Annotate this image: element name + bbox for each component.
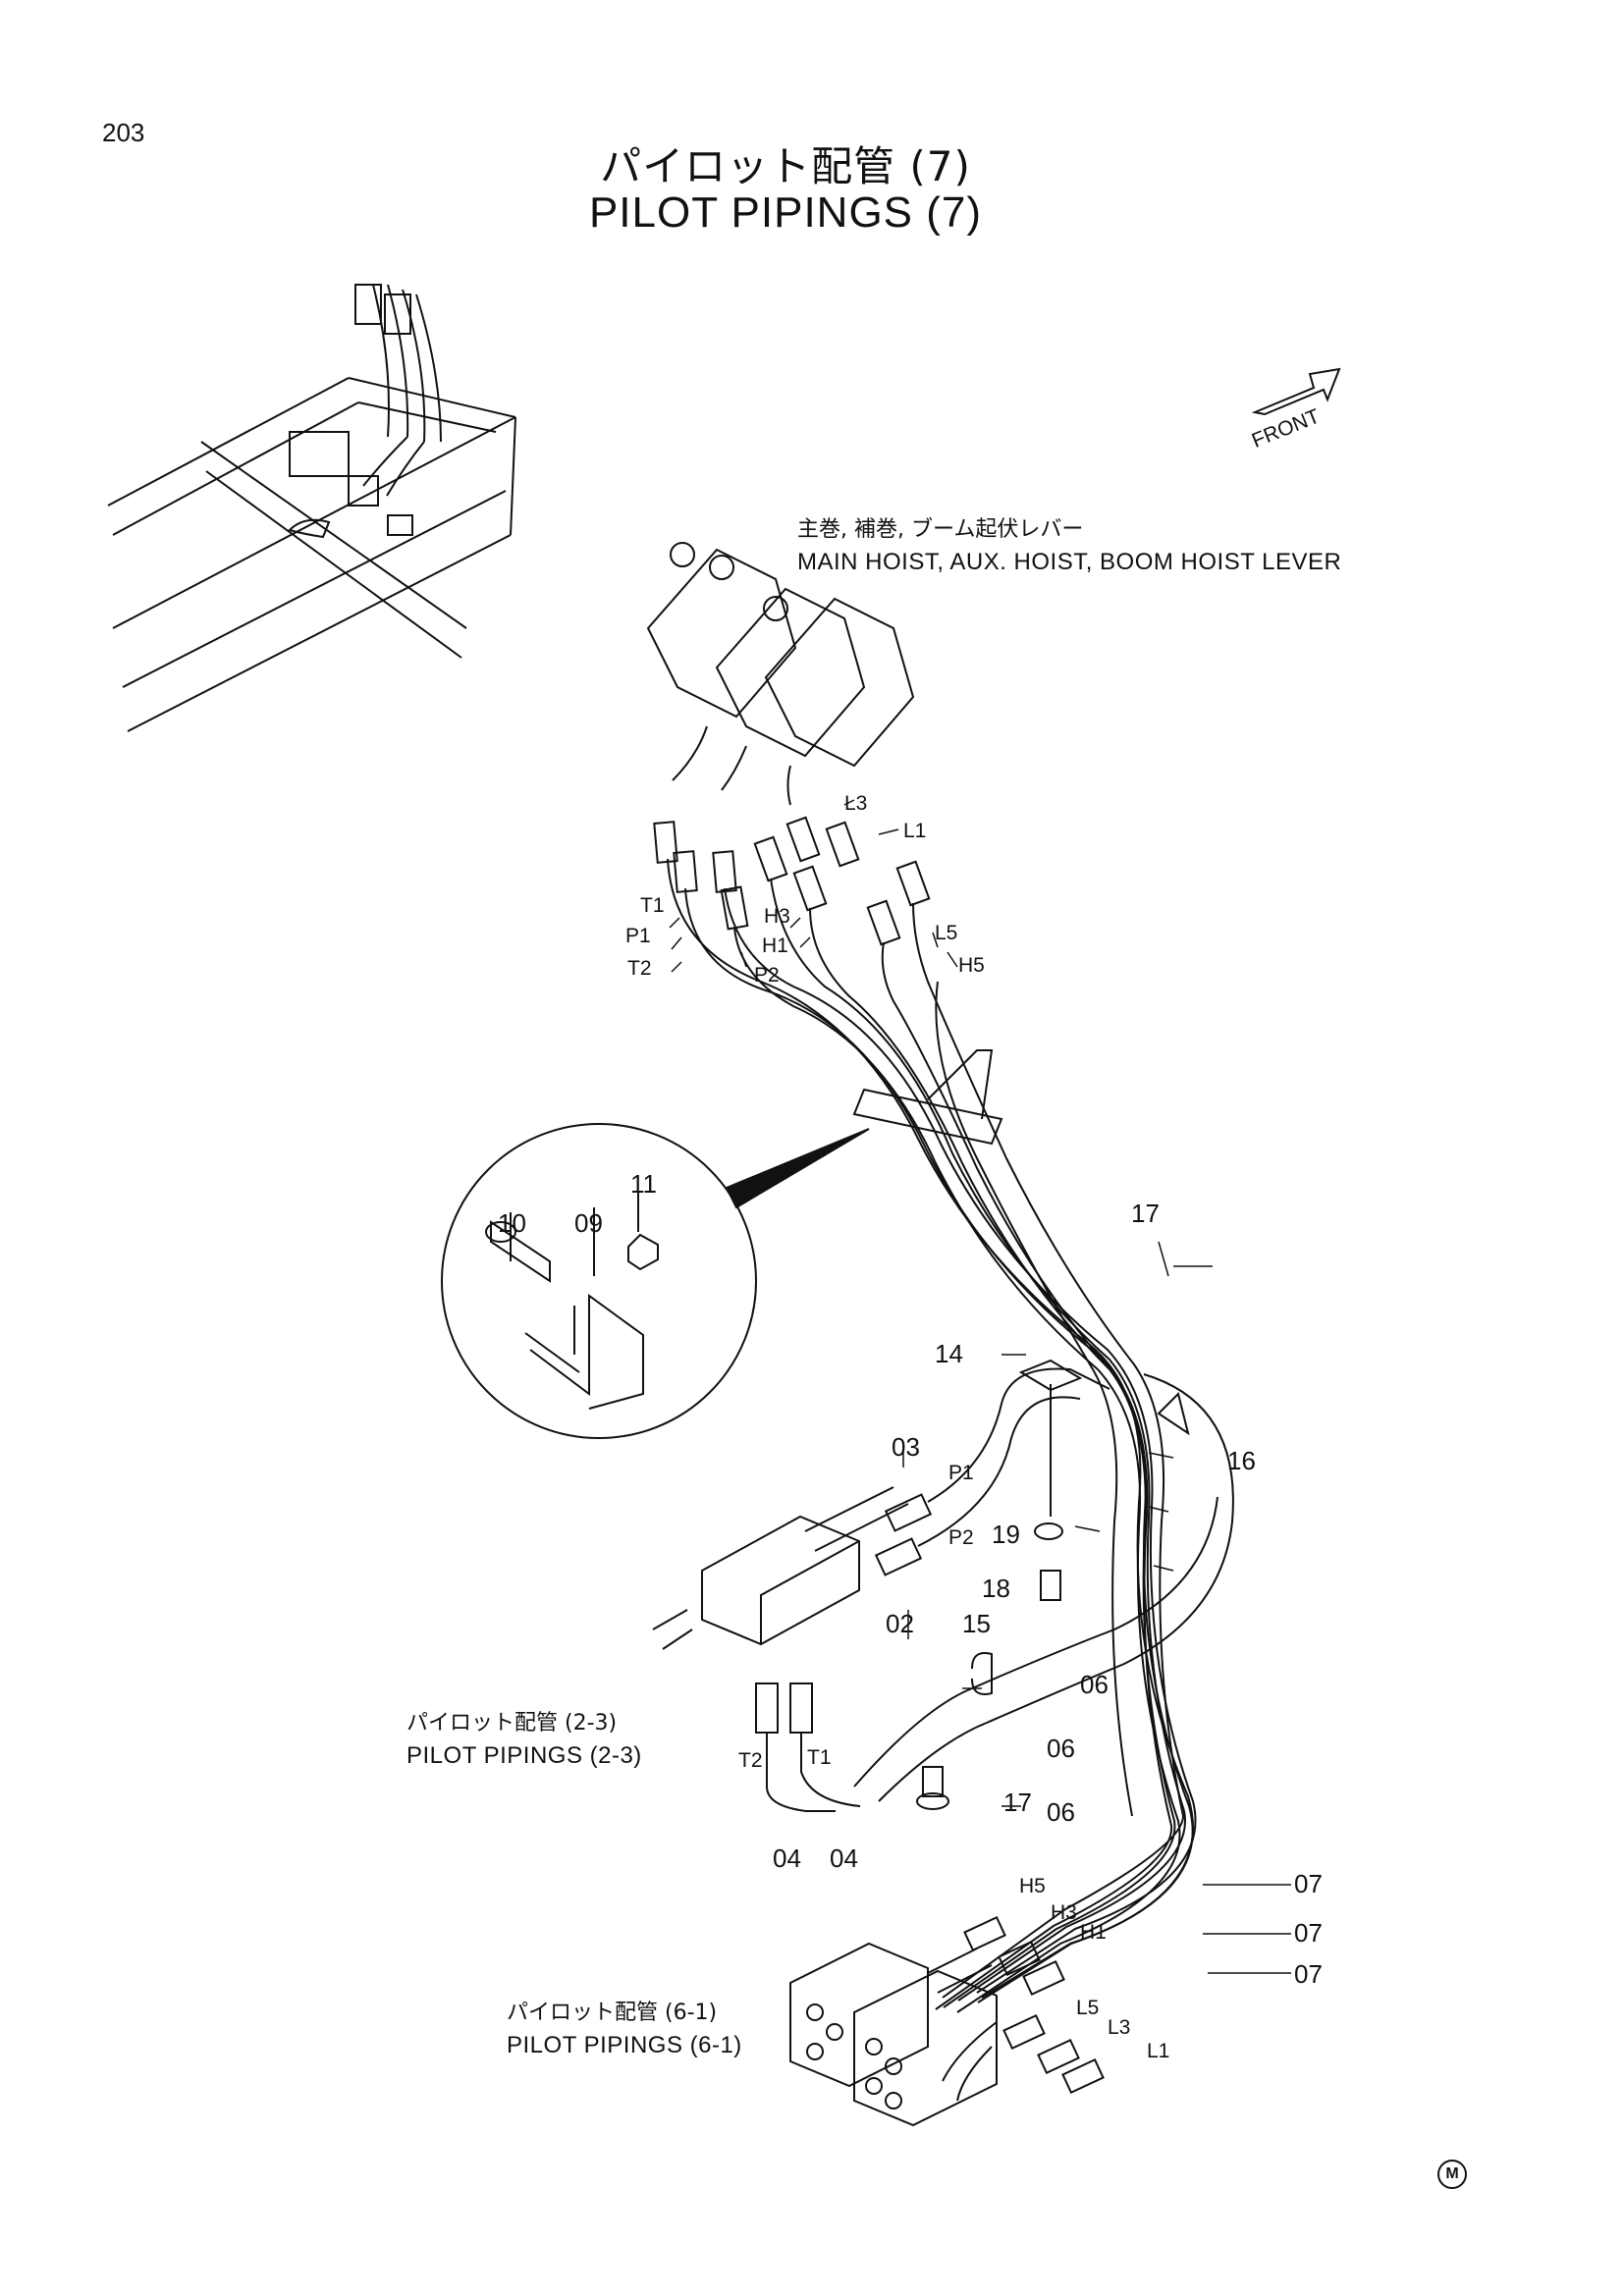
reference-6-1-english: PILOT PIPINGS (6-1) bbox=[507, 2032, 742, 2058]
leader-lines bbox=[669, 799, 1291, 1974]
part-number-04-b: 04 bbox=[830, 1843, 858, 1873]
part-number-03: 03 bbox=[892, 1432, 920, 1462]
port-middle-P2: P2 bbox=[948, 1526, 974, 1549]
lower-valve-block bbox=[789, 1916, 1105, 2127]
port-lower-H3: H3 bbox=[1051, 1901, 1077, 1924]
front-label: FRONT bbox=[1249, 404, 1324, 452]
page-title-english: PILOT PIPINGS (7) bbox=[588, 188, 983, 237]
port-upper-L3: L3 bbox=[844, 792, 867, 815]
port-lower-H5: H5 bbox=[1019, 1875, 1046, 1897]
hose-bracket bbox=[852, 1049, 1003, 1146]
port-upper-T1: T1 bbox=[640, 894, 665, 917]
reference-2-3-english: PILOT PIPINGS (2-3) bbox=[406, 1742, 642, 1769]
part-number-06-b: 06 bbox=[1047, 1734, 1075, 1763]
port-lower-L3: L3 bbox=[1108, 2016, 1130, 2039]
pilot-hose-bundle bbox=[667, 858, 1197, 2013]
detail-callout bbox=[441, 1123, 870, 1439]
page-title-japanese: パイロット配管 (7) bbox=[600, 142, 971, 190]
lever-label-japanese: 主巻, 補巻, ブーム起伏レバー bbox=[797, 517, 1083, 542]
reference-6-1-japanese: パイロット配管 (6-1) bbox=[507, 2001, 717, 2025]
part-number-10: 10 bbox=[498, 1208, 526, 1238]
part-number-16: 16 bbox=[1227, 1446, 1256, 1475]
part-number-15: 15 bbox=[962, 1609, 991, 1638]
port-middle-P1: P1 bbox=[948, 1462, 974, 1484]
front-arrow bbox=[1251, 367, 1341, 416]
part-number-19: 19 bbox=[992, 1520, 1020, 1549]
part-number-09: 09 bbox=[574, 1208, 603, 1238]
part-number-06-a: 06 bbox=[1080, 1670, 1109, 1699]
part-number-07-a: 07 bbox=[1294, 1869, 1323, 1898]
part-number-07-c: 07 bbox=[1294, 1959, 1323, 1989]
part-number-07-b: 07 bbox=[1294, 1918, 1323, 1948]
part-number-14: 14 bbox=[935, 1339, 963, 1368]
machine-location-overview bbox=[107, 284, 516, 732]
lever-label-english: MAIN HOIST, AUX. HOIST, BOOM HOIST LEVER bbox=[797, 549, 1341, 575]
part-number-18: 18 bbox=[982, 1574, 1010, 1603]
part-number-17-bottom: 17 bbox=[1003, 1788, 1032, 1817]
port-upper-T2: T2 bbox=[627, 957, 652, 980]
part-number-06-c: 06 bbox=[1047, 1797, 1075, 1827]
pilot-control-valves bbox=[646, 542, 915, 806]
port-upper-H5: H5 bbox=[958, 954, 985, 977]
part-number-04-a: 04 bbox=[773, 1843, 801, 1873]
port-middle-T1: T1 bbox=[807, 1746, 832, 1769]
port-middle-T2: T2 bbox=[738, 1749, 763, 1772]
upper-hose-fittings bbox=[653, 816, 931, 946]
port-upper-L1: L1 bbox=[903, 820, 926, 842]
port-upper-P1: P1 bbox=[625, 925, 651, 947]
reference-2-3-japanese: パイロット配管 (2-3) bbox=[406, 1711, 617, 1735]
port-lower-L1: L1 bbox=[1147, 2040, 1169, 2062]
port-upper-L5: L5 bbox=[935, 922, 957, 944]
part-number-02: 02 bbox=[886, 1609, 914, 1638]
part-number-17-top: 17 bbox=[1131, 1199, 1160, 1228]
port-upper-H3: H3 bbox=[764, 905, 790, 928]
port-upper-H1: H1 bbox=[762, 934, 788, 957]
port-lower-H1: H1 bbox=[1080, 1921, 1107, 1944]
circled-m-mark: M bbox=[1437, 2160, 1467, 2189]
middle-valve-assembly bbox=[652, 1359, 1234, 1812]
port-upper-P2: P2 bbox=[754, 964, 780, 987]
port-lower-L5: L5 bbox=[1076, 1997, 1099, 2019]
part-number-11: 11 bbox=[630, 1169, 657, 1199]
page-number: 203 bbox=[102, 118, 145, 147]
